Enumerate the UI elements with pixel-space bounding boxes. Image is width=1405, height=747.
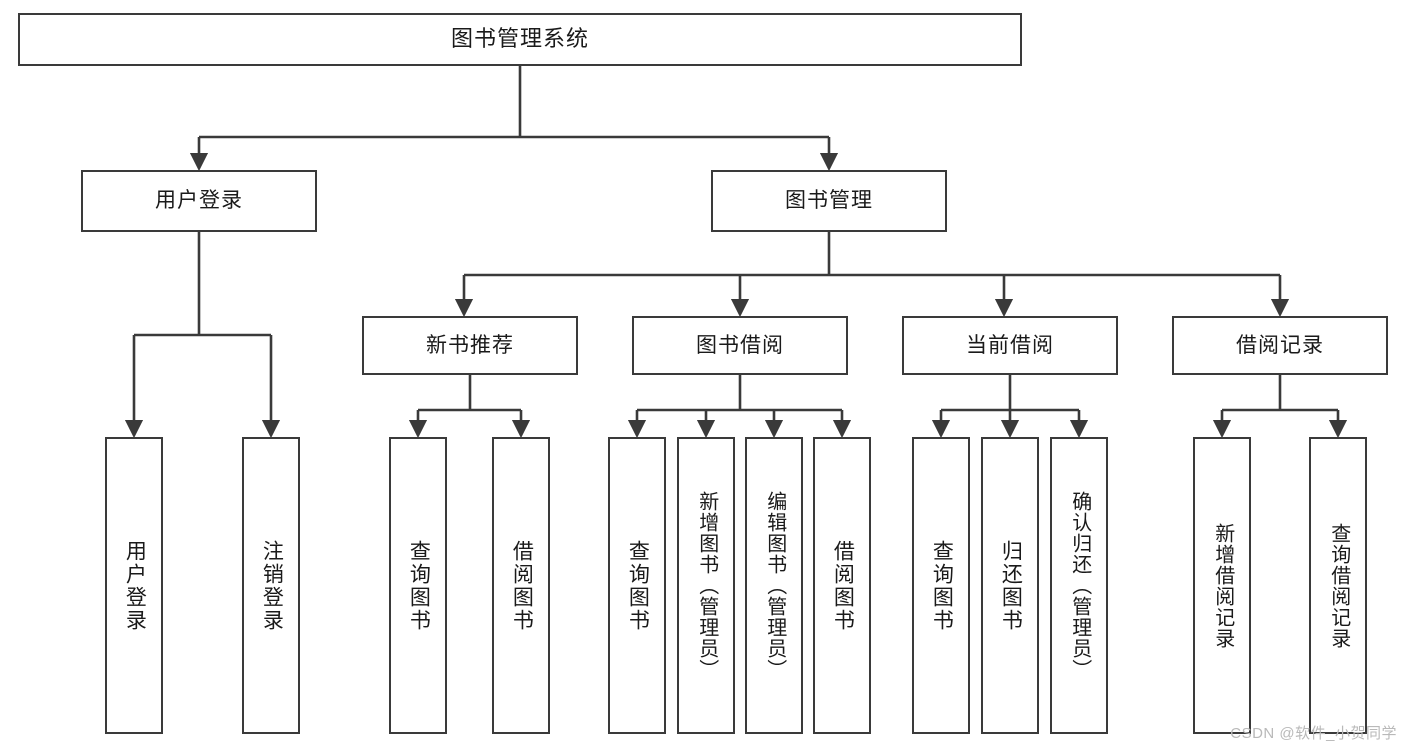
node-label: 新书推荐	[426, 333, 514, 357]
node-current-borrow[interactable]: 当前借阅	[902, 316, 1118, 375]
leaf-label: 用户登录	[123, 539, 147, 632]
leaf-add-book-admin[interactable]: 新增图书（管理员）	[677, 437, 735, 734]
leaf-label: 归还图书	[999, 539, 1023, 632]
leaf-label: 查询图书	[930, 539, 954, 632]
leaf-label: 新增图书（管理员）	[695, 491, 718, 680]
leaf-return-book[interactable]: 归还图书	[981, 437, 1039, 734]
node-borrow-record[interactable]: 借阅记录	[1172, 316, 1388, 375]
leaf-query-book-borrow[interactable]: 查询图书	[608, 437, 666, 734]
leaf-label: 编辑图书（管理员）	[763, 491, 786, 680]
node-book-management[interactable]: 图书管理	[711, 170, 947, 232]
node-label: 图书管理	[785, 189, 873, 213]
node-root-system[interactable]: 图书管理系统	[18, 13, 1022, 66]
watermark-text: CSDN @软件_小贺同学	[1230, 725, 1397, 742]
node-label: 图书借阅	[696, 333, 784, 357]
leaf-label: 查询图书	[626, 539, 650, 632]
node-label: 图书管理系统	[450, 26, 589, 52]
leaf-borrow-book-recommend[interactable]: 借阅图书	[492, 437, 550, 734]
leaf-confirm-return-admin[interactable]: 确认归还（管理员）	[1050, 437, 1108, 734]
node-user-login[interactable]: 用户登录	[81, 170, 317, 232]
node-label: 当前借阅	[966, 333, 1054, 357]
leaf-query-book-current[interactable]: 查询图书	[912, 437, 970, 734]
leaf-user-login[interactable]: 用户登录	[105, 437, 163, 734]
leaf-label: 借阅图书	[510, 539, 534, 632]
leaf-label: 查询图书	[407, 539, 431, 632]
leaf-edit-book-admin[interactable]: 编辑图书（管理员）	[745, 437, 803, 734]
leaf-label: 注销登录	[260, 539, 284, 632]
node-label: 借阅记录	[1236, 333, 1324, 357]
node-book-borrow[interactable]: 图书借阅	[632, 316, 848, 375]
node-label: 用户登录	[155, 189, 243, 213]
leaf-label: 新增借阅记录	[1211, 522, 1234, 649]
leaf-query-borrow-record[interactable]: 查询借阅记录	[1309, 437, 1367, 734]
leaf-label: 借阅图书	[831, 539, 855, 632]
leaf-add-borrow-record[interactable]: 新增借阅记录	[1193, 437, 1251, 734]
leaf-query-book-recommend[interactable]: 查询图书	[389, 437, 447, 734]
leaf-label: 查询借阅记录	[1327, 522, 1350, 649]
node-new-book-recommend[interactable]: 新书推荐	[362, 316, 578, 375]
leaf-logout[interactable]: 注销登录	[242, 437, 300, 734]
leaf-borrow-book[interactable]: 借阅图书	[813, 437, 871, 734]
leaf-label: 确认归还（管理员）	[1068, 491, 1091, 680]
